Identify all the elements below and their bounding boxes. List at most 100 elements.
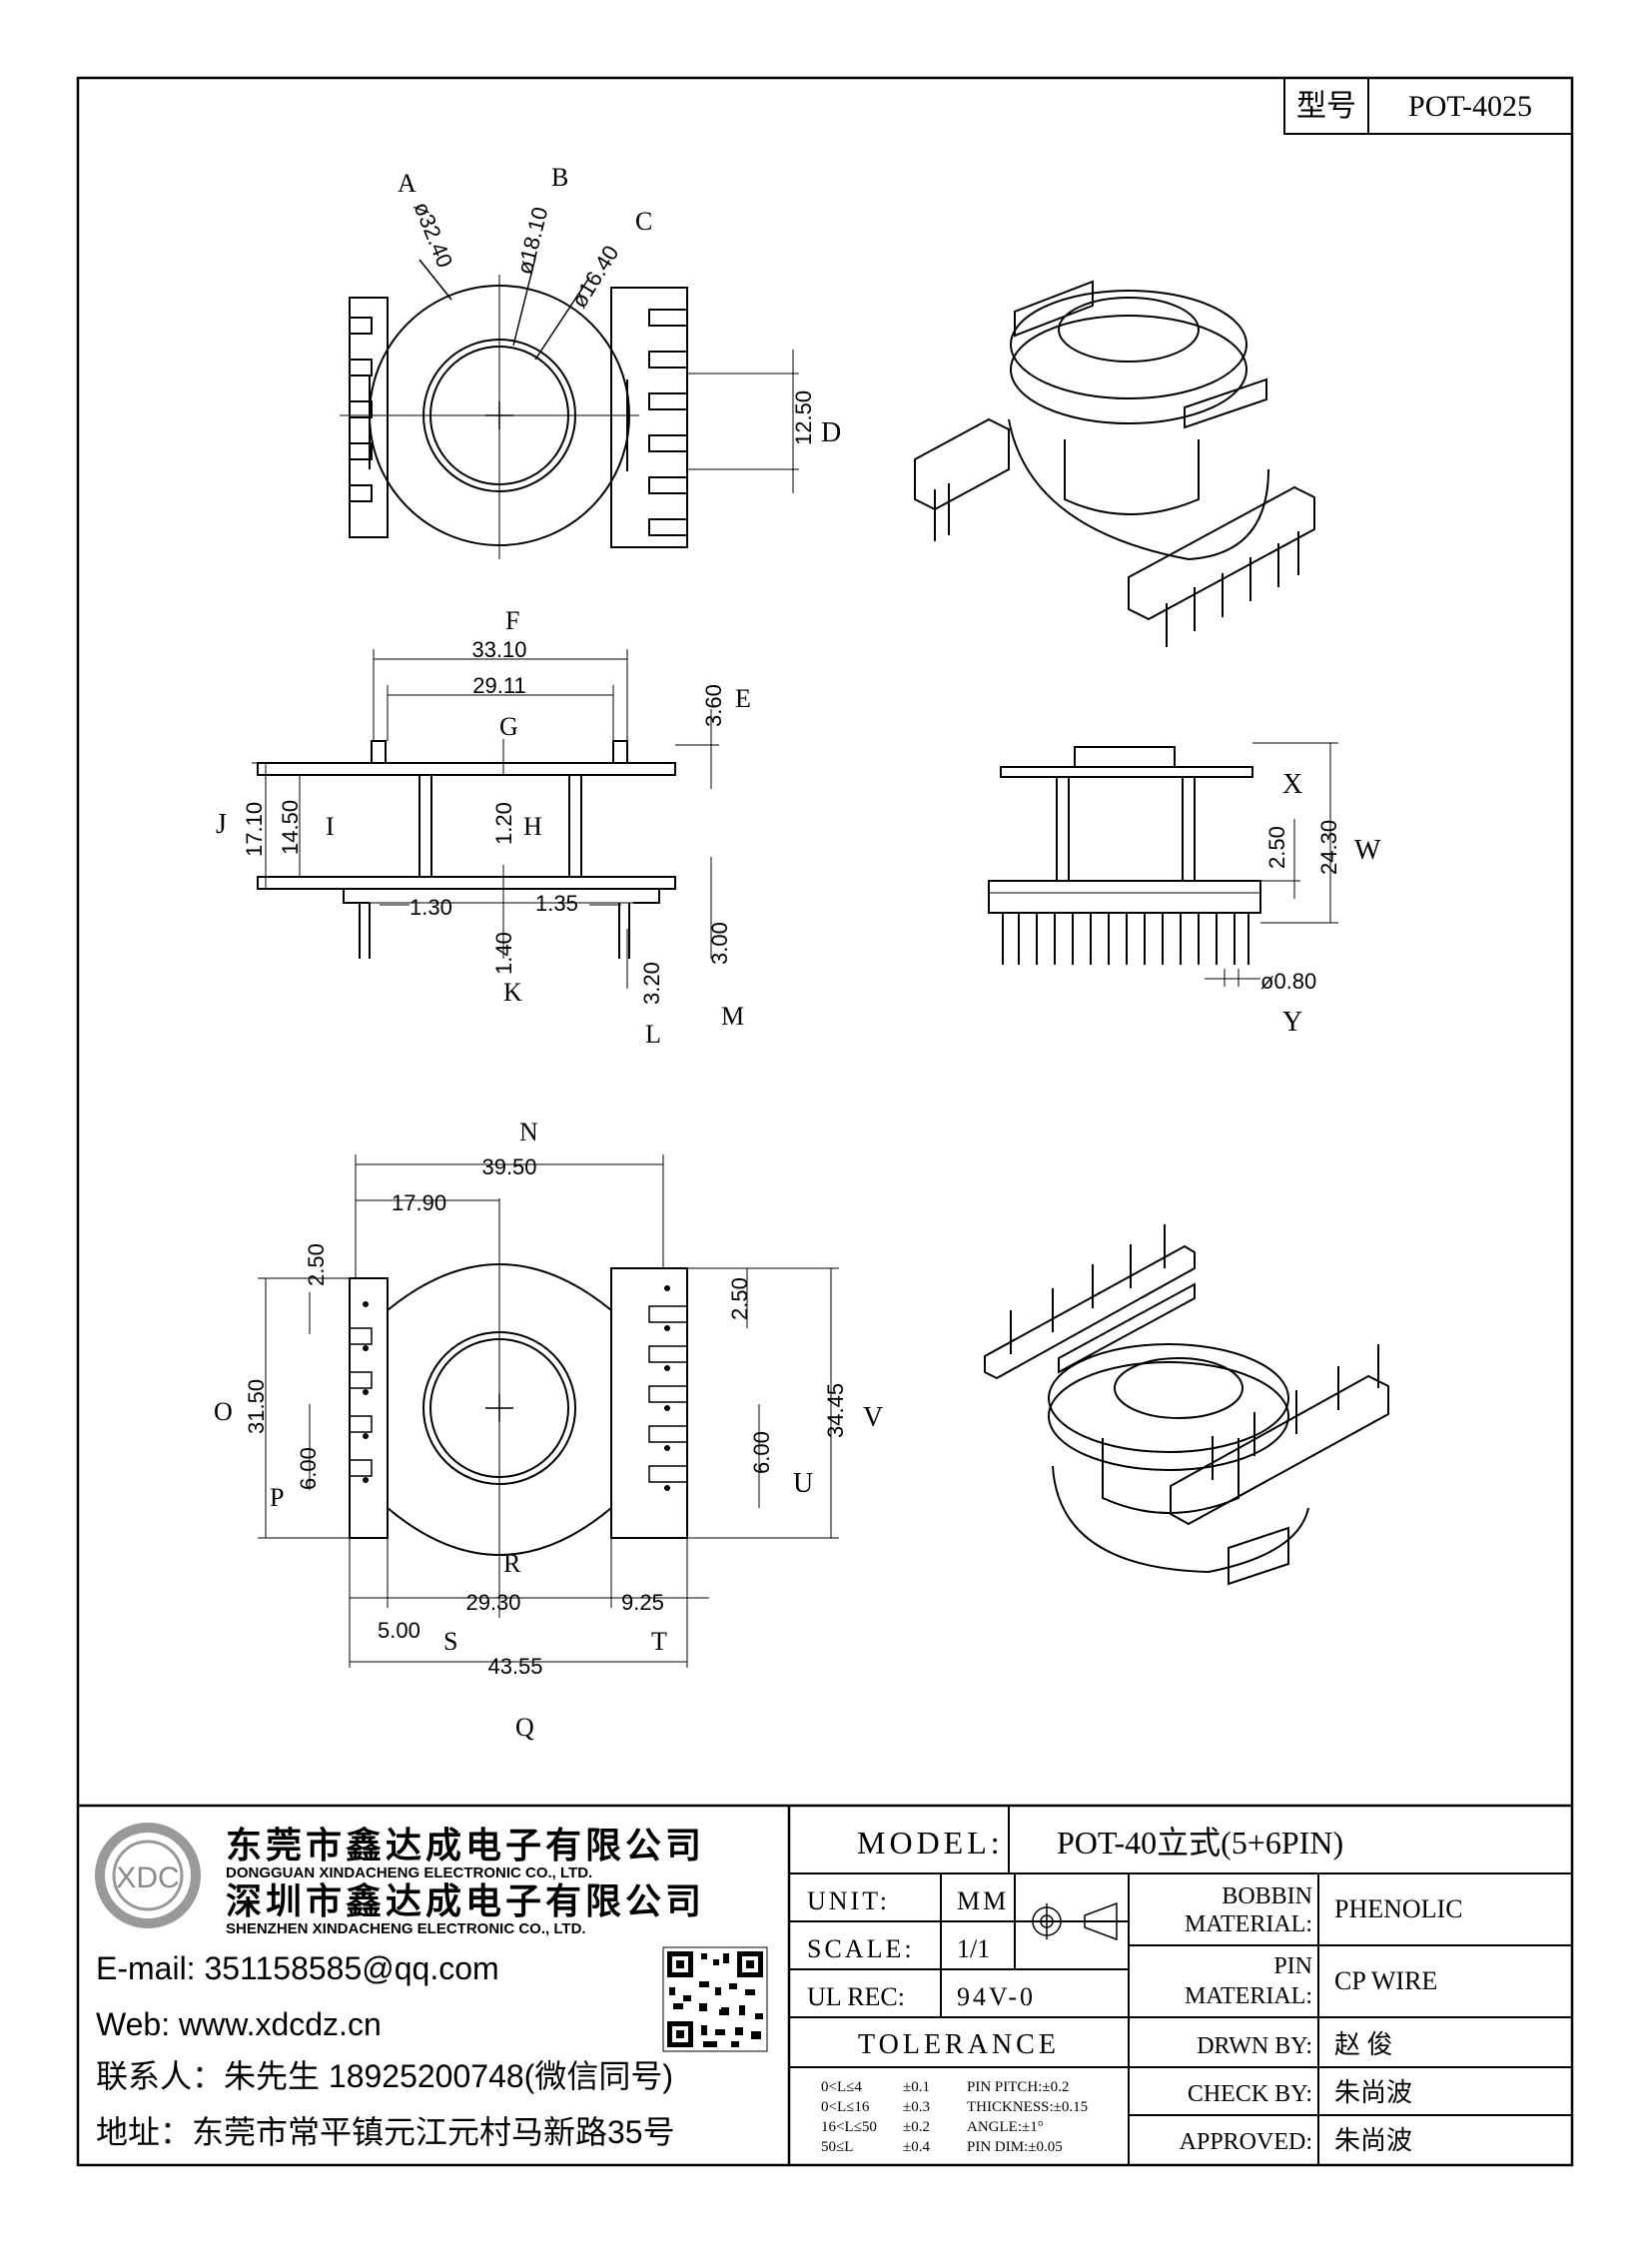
- letter-L: L: [645, 1020, 661, 1049]
- approved-value: 朱尚波: [1334, 2126, 1412, 2155]
- pin-label-2: MATERIAL:: [1185, 1983, 1312, 2009]
- dim-E: 3.60: [701, 684, 726, 727]
- letter-D: D: [821, 417, 841, 448]
- pin-label-1: PIN: [1273, 1953, 1312, 1979]
- letter-A: A: [398, 169, 416, 198]
- bobbin-value: PHENOLIC: [1334, 1894, 1463, 1923]
- dim-N: 39.50: [481, 1154, 536, 1179]
- company-name-sz: 深圳市鑫达成电子有限公司: [226, 1880, 705, 1921]
- dim-S: 5.00: [378, 1618, 420, 1643]
- letter-T: T: [651, 1627, 667, 1656]
- letter-M: M: [721, 1002, 744, 1031]
- letter-W: W: [1354, 835, 1381, 866]
- bobbin-label-1: BOBBIN: [1222, 1883, 1312, 1909]
- letter-U: U: [793, 1468, 813, 1499]
- dim-K: 1.40: [491, 932, 516, 975]
- letter-X: X: [1282, 769, 1302, 800]
- unit-value: MM: [957, 1886, 1009, 1915]
- dim-A: ø32.40: [409, 199, 457, 272]
- letter-E: E: [735, 684, 751, 713]
- model-box-value: POT-4025: [1408, 90, 1532, 123]
- check-value: 朱尚波: [1334, 2078, 1412, 2107]
- dim-Q: 43.55: [487, 1654, 542, 1679]
- dim-U: 6.00: [749, 1431, 774, 1474]
- bottom-right-rail: [610, 1267, 688, 1539]
- letter-F: F: [505, 606, 519, 635]
- company-logo: XDC: [95, 1823, 201, 1928]
- tolerance-value-2: ±0.3: [903, 2099, 930, 2115]
- iso-view-top: [914, 280, 1315, 647]
- dim-M: 3.00: [707, 922, 732, 965]
- letter-S: S: [443, 1627, 457, 1656]
- company-block: XDC 东莞市鑫达成电子有限公司 DONGGUAN XINDACHENG ELE…: [95, 1823, 768, 2150]
- dim-W: 24.30: [1316, 820, 1341, 875]
- dim-Y: ø0.80: [1260, 969, 1316, 994]
- dim-T: 9.25: [621, 1590, 664, 1615]
- dim-U-pitch: 2.50: [727, 1277, 752, 1320]
- drawn-label: DRWN BY:: [1197, 2033, 1312, 2059]
- dim-left-foot: 1.30: [410, 895, 452, 920]
- dim-O: 31.50: [244, 1379, 269, 1434]
- bottom-left-rail: [349, 1277, 389, 1539]
- company-name-sz-en: SHENZHEN XINDACHENG ELECTRONIC CO., LTD.: [226, 1920, 586, 1937]
- model-box-label: 型号: [1296, 90, 1356, 123]
- letter-G: G: [499, 712, 518, 741]
- dim-I: 14.50: [278, 800, 303, 855]
- dim-J: 17.10: [242, 802, 267, 857]
- company-contact: 联系人：朱先生 18925200748(微信同号): [96, 2058, 673, 2094]
- letter-B: B: [551, 163, 568, 192]
- tolerance-value-4: ±0.4: [903, 2139, 930, 2155]
- dim-G-width: 29.11: [472, 673, 525, 698]
- dim-O-pitch: 2.50: [304, 1243, 329, 1286]
- tolerance-label: TOLERANCE: [858, 2029, 1060, 2060]
- scale-value: 1/1: [957, 1934, 990, 1963]
- logo-text: XDC: [116, 1862, 179, 1894]
- dim-R: 29.30: [465, 1590, 520, 1615]
- letter-R: R: [503, 1549, 521, 1578]
- projection-symbol-icon: [1029, 1901, 1118, 1941]
- bottom-right-pins: [664, 1285, 670, 1491]
- letter-K: K: [503, 978, 522, 1007]
- dim-X: 2.50: [1264, 826, 1289, 869]
- tolerance-range-4: 50≤L: [821, 2139, 853, 2155]
- left-pin-comb: [349, 297, 389, 538]
- ul-label: UL REC:: [807, 1982, 905, 2011]
- tolerance-value-3: ±0.2: [903, 2119, 930, 2135]
- company-name-dg: 东莞市鑫达成电子有限公司: [226, 1825, 705, 1866]
- front-view: F 33.10 29.11 G E 3.60 J 17.10 I 14.50 H…: [216, 606, 751, 1049]
- letter-J: J: [216, 809, 227, 840]
- title-block: MODEL: POT-40立式(5+6PIN) UNIT: MM SCALE: …: [78, 1804, 1572, 2165]
- pin-value: CP WIRE: [1334, 1966, 1437, 1995]
- side-pin-base: [988, 880, 1261, 914]
- company-web: Web: www.xdcdz.cn: [96, 2006, 382, 2042]
- letter-H: H: [523, 812, 542, 841]
- model-box: 型号 POT-4025: [1283, 77, 1573, 135]
- letter-I: I: [326, 812, 335, 841]
- dim-H: 1.20: [491, 802, 516, 845]
- drawn-value: 赵 俊: [1334, 2030, 1393, 2059]
- dim-B: ø18.10: [512, 205, 553, 278]
- letter-Q: Q: [515, 1713, 534, 1742]
- company-email: E-mail: 351158585@qq.com: [96, 1950, 499, 1986]
- qr-code-icon: [662, 1946, 768, 2052]
- dim-C: ø16.40: [566, 241, 624, 312]
- letter-P: P: [270, 1483, 284, 1512]
- top-view: A B C D ø32.40 ø18.10 ø16.40 12.50: [340, 163, 841, 559]
- letter-Y: Y: [1282, 1007, 1302, 1038]
- letter-V: V: [863, 1402, 883, 1433]
- dim-right-foot: 1.35: [535, 891, 578, 916]
- front-bottom-flange: [257, 876, 676, 890]
- bobbin-label-2: MATERIAL:: [1185, 1911, 1312, 1937]
- bottom-view: N 39.50 17.90 2.50 O 31.50 6.00 P 2.50 6…: [214, 1118, 883, 1742]
- ul-value: 94V-0: [957, 1982, 1036, 2011]
- approved-label: APPROVED:: [1180, 2129, 1312, 2155]
- dim-V: 34.45: [823, 1383, 848, 1438]
- letter-O: O: [214, 1397, 233, 1426]
- dim-F: 33.10: [471, 637, 526, 662]
- right-pin-comb: [610, 287, 688, 548]
- side-pins: [1002, 913, 1249, 965]
- dim-center: 17.90: [392, 1190, 446, 1215]
- iso-view-bottom: [984, 1224, 1389, 1586]
- front-top-flange: [257, 762, 676, 776]
